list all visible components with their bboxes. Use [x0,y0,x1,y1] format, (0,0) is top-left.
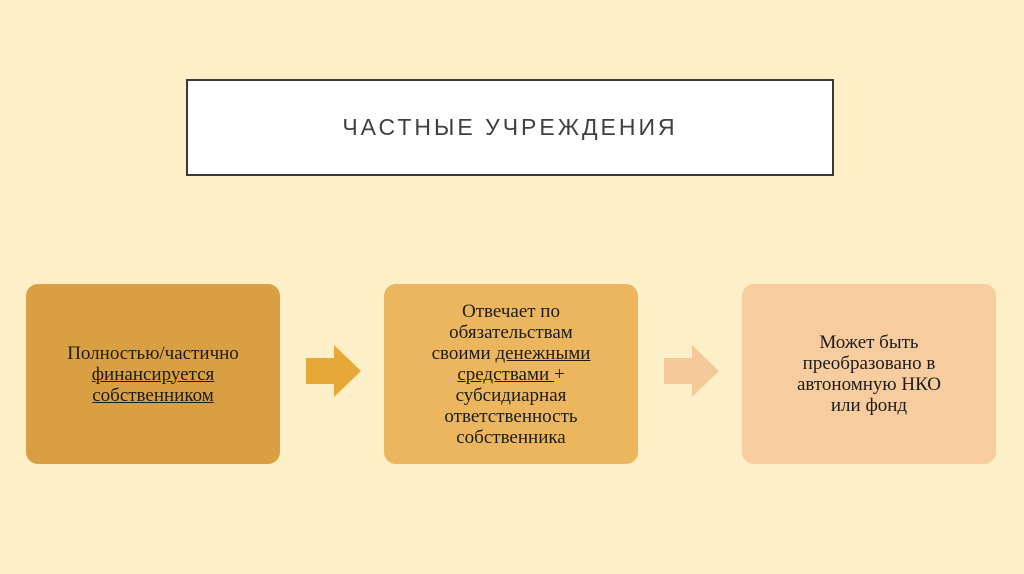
step-2-line-7: собственника [456,426,566,448]
step-2-text: Отвечает по обязательствам своими денежн… [432,301,591,448]
step-2-line-1: Отвечает по [461,300,560,322]
step-3-line-3: автономную НКО [796,374,942,395]
page-title: ЧАСТНЫЕ УЧРЕЖДЕНИЯ [342,114,678,140]
step-box-3: Может быть преобразовано в автономную НК… [742,284,996,464]
step-3-line-2: преобразовано в [802,353,936,374]
step-2-line-3-pre: своими [431,342,496,364]
step-3-text: Может быть преобразовано в автономную НК… [797,332,941,416]
step-2-line-5: субсидиарная [455,384,567,406]
step-2-line-4-post: + [553,363,565,385]
step-1-line-1: Полностью/частично [67,342,239,364]
title-box: ЧАСТНЫЕ УЧРЕЖДЕНИЯ [186,79,834,176]
arrow-right-icon [306,345,361,397]
step-2-line-2: обязательствам [449,321,573,343]
arrow-2-shape [664,345,719,397]
arrow-right-icon [664,345,719,397]
step-2-line-6: ответственность [444,405,578,427]
step-3-line-4: или фонд [830,395,908,416]
step-1-text: Полностью/частично финансируется собстве… [67,343,239,406]
step-2-line-4-underlined: средствами [457,363,554,385]
step-1-line-3: собственником [92,384,214,406]
step-1-line-2: финансируется [91,363,215,385]
step-3-line-1: Может быть [819,332,919,353]
step-box-1: Полностью/частично финансируется собстве… [26,284,280,464]
step-2-line-3-underlined: денежными [495,342,591,364]
arrow-1-shape [306,345,361,397]
step-box-2: Отвечает по обязательствам своими денежн… [384,284,638,464]
